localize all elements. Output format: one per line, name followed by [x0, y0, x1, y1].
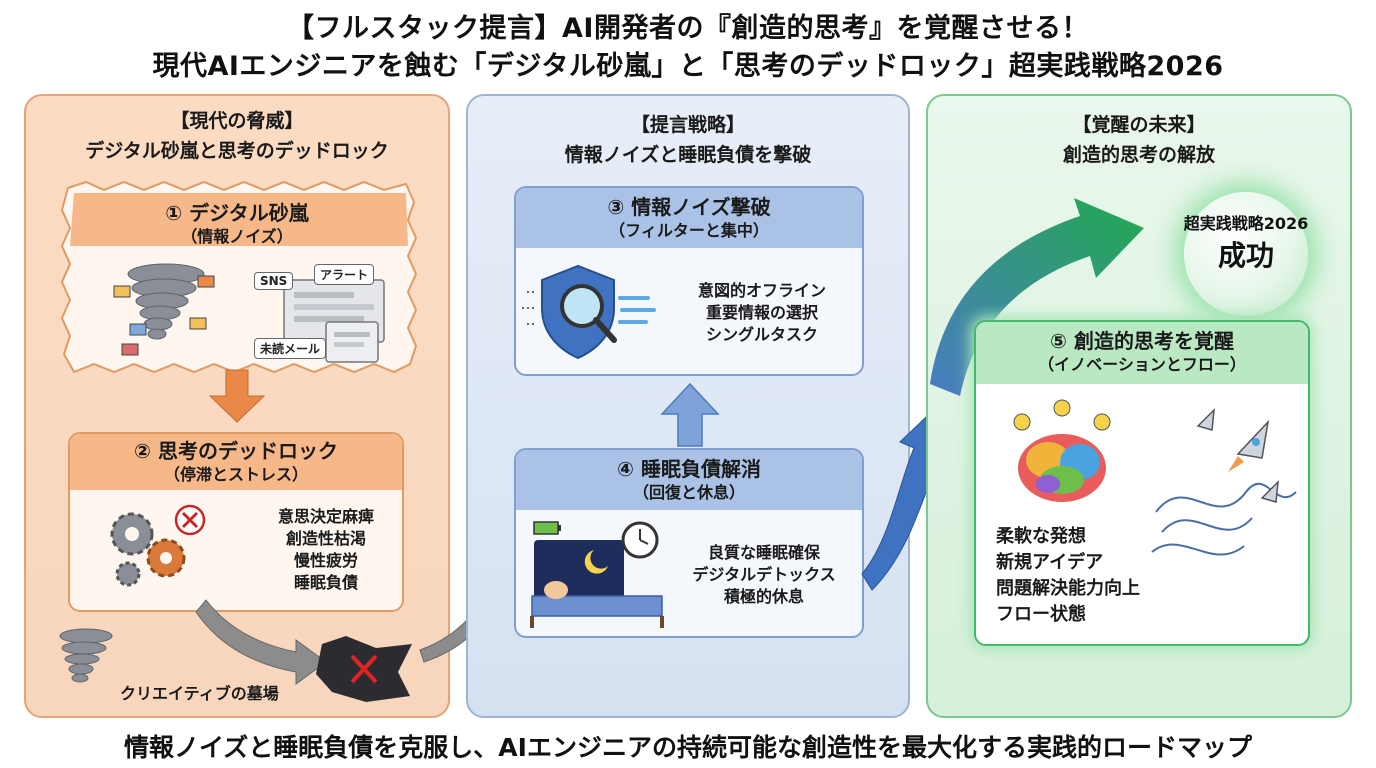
panel-modern-threat: 【現代の脅威】 デジタル砂嵐と思考のデッドロック ① デジタル砂嵐 （情報ノイズ…	[24, 94, 450, 718]
down-arrow-icon	[208, 369, 266, 423]
alert-label: アラート	[314, 264, 375, 285]
sns-label: SNS	[254, 272, 294, 290]
notification-screens-icon	[283, 279, 385, 363]
sleeping-bed-icon	[530, 521, 664, 628]
box4-sleep-debt: ④ 睡眠負債解消 （回復と休息） 良質な睡眠確保 デジタルデトックス 積極的休息	[514, 448, 864, 638]
box5-creative-awakening: ⑤ 創造的思考を覚醒 （イノベーションとフロー） 柔軟な発想 新規アイデア	[974, 320, 1310, 646]
box5-item: 柔軟な発想	[996, 526, 1086, 547]
up-arrow-icon	[660, 382, 720, 447]
right-panel-subheading: 創造的思考の解放	[1062, 144, 1215, 166]
box3-noise-defeat: ③ 情報ノイズ撃破 （フィルターと集中） 意図的オフライン 重要情報の選択 シン…	[514, 186, 864, 376]
box3-list: 意図的オフライン 重要情報の選択 シングルタスク	[674, 280, 850, 346]
left-panel-heading: 【現代の脅威】	[170, 110, 304, 132]
box1-title: ① デジタル砂嵐	[165, 201, 309, 225]
box5-item: 問題解決能力向上	[996, 578, 1140, 599]
box1-heading: ① デジタル砂嵐 （情報ノイズ）	[26, 200, 448, 248]
right-panel-heading: 【覚醒の未来】	[1072, 114, 1206, 136]
box4-item: 積極的休息	[723, 587, 804, 606]
success-line-2: 成功	[1217, 239, 1274, 272]
box2-item: 睡眠負債	[293, 573, 358, 592]
stuck-gears-icon	[110, 504, 206, 587]
box2-item: 意思決定麻痺	[277, 507, 374, 526]
unread-mail-label: 未読メール	[254, 338, 327, 359]
title-line-2: 現代AIエンジニアを蝕む「デジタル砂嵐」と「思考のデッドロック」超実践戦略202…	[152, 51, 1224, 82]
box5-heading: ⑤ 創造的思考を覚醒 （イノベーションとフロー）	[976, 328, 1308, 376]
box3-heading: ③ 情報ノイズ撃破 （フィルターと集中）	[516, 194, 862, 242]
left-panel-subheading: デジタル砂嵐と思考のデッドロック	[85, 140, 389, 162]
box3-item: 重要情報の選択	[705, 303, 818, 322]
success-line-1: 超実践戦略2026	[1183, 214, 1309, 233]
graveyard-label: クリエイティブの墓場	[120, 684, 279, 703]
box2-heading: ② 思考のデッドロック （停滞とストレス）	[70, 438, 402, 486]
tornado-icon	[113, 263, 215, 356]
box2-title: ② 思考のデッドロック	[134, 439, 338, 463]
box4-list: 良質な睡眠確保 デジタルデトックス 積極的休息	[674, 542, 854, 608]
box4-subtitle: （回復と休息）	[632, 483, 745, 502]
box4-title: ④ 睡眠負債解消	[617, 457, 761, 481]
box2-item: 創造性枯渇	[285, 529, 366, 548]
shield-magnifier-icon	[522, 264, 656, 360]
middle-panel-subheading: 情報ノイズと睡眠負債を撃破	[564, 144, 812, 166]
box4-item: デジタルデトックス	[692, 565, 836, 584]
box5-item: 新規アイデア	[996, 552, 1104, 573]
box5-title: ⑤ 創造的思考を覚醒	[1050, 329, 1234, 353]
box2-item: 慢性疲労	[293, 551, 358, 570]
footer-caption: 情報ノイズと睡眠負債を克服し、AIエンジニアの持続可能な創造性を最大化する実践的…	[124, 733, 1252, 762]
rocket-icon	[1151, 407, 1297, 556]
rising-arrow-icon	[930, 198, 1144, 396]
box1-subtitle: （情報ノイズ）	[181, 227, 293, 246]
box5-list: 柔軟な発想 新規アイデア 問題解決能力向上 フロー状態	[996, 524, 1140, 628]
middle-panel-heading: 【提言戦略】	[630, 114, 745, 136]
box4-item: 良質な睡眠確保	[707, 543, 820, 562]
box3-subtitle: （フィルターと集中）	[609, 221, 769, 240]
creative-graveyard-illustration	[59, 599, 412, 702]
panel-awakened-future: 【覚醒の未来】 創造的思考の解放 超実践戦略2026 成功 ⑤ 創造的思考を覚醒…	[926, 94, 1352, 718]
box4-heading: ④ 睡眠負債解消 （回復と休息）	[516, 456, 862, 504]
box3-item: シングルタスク	[705, 325, 818, 344]
box5-item: フロー状態	[996, 604, 1086, 625]
brain-lightbulb-icon	[1013, 399, 1111, 502]
box3-item: 意図的オフライン	[697, 281, 826, 300]
title-line-1: 【フルスタック提言】AI開発者の『創造的思考』を覚醒させる！	[287, 13, 1089, 44]
success-orb	[1184, 192, 1308, 316]
box3-title: ③ 情報ノイズ撃破	[607, 195, 771, 219]
box5-subtitle: （イノベーションとフロー）	[1038, 355, 1246, 374]
panel-proposal-strategy: 【提言戦略】 情報ノイズと睡眠負債を撃破 ③ 情報ノイズ撃破 （フィルターと集中…	[466, 94, 910, 718]
box2-subtitle: （停滞とストレス）	[163, 465, 308, 484]
box2-list: 意思決定麻痺 創造性枯渇 慢性疲労 睡眠負債	[266, 506, 386, 594]
box2-deadlock: ② 思考のデッドロック （停滞とストレス） 意思決定麻痺 創造性枯渇 慢性疲労 …	[68, 432, 404, 612]
